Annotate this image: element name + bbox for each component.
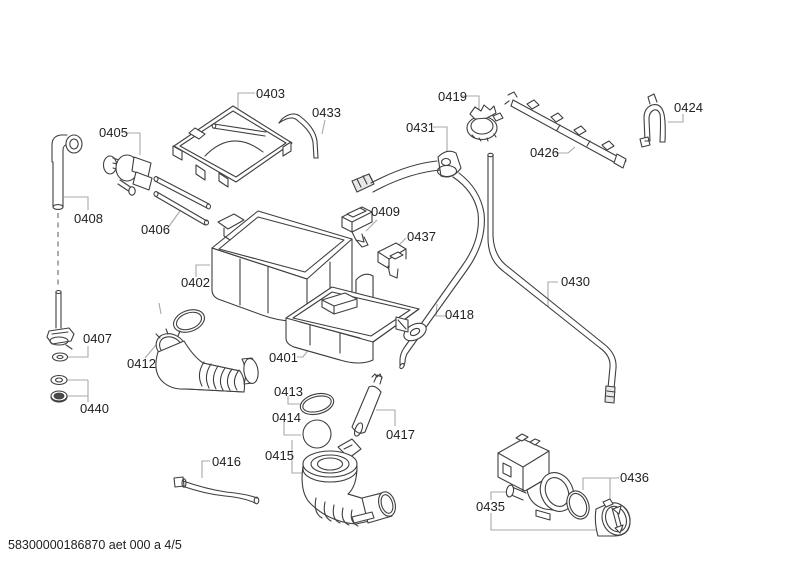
part-0417-valve-cylinder: 0417 bbox=[351, 373, 415, 442]
part-0414-check-ball: 0414 bbox=[272, 410, 332, 449]
part-label-0416: 0416 bbox=[212, 454, 241, 469]
part-0435-drain-pump: 0435 bbox=[476, 433, 605, 531]
part-label-0405: 0405 bbox=[99, 125, 128, 140]
part-label-0418: 0418 bbox=[445, 307, 474, 322]
part-label-0431: 0431 bbox=[406, 120, 435, 135]
part-label-0426: 0426 bbox=[530, 145, 559, 160]
part-0424-hose-hook: 0424 bbox=[639, 93, 703, 148]
part-label-0408: 0408 bbox=[74, 211, 103, 226]
part-label-0440: 0440 bbox=[80, 401, 109, 416]
part-0413-seal-ring: 0413 bbox=[274, 384, 335, 416]
part-0407-injection-tube: 0407 bbox=[46, 289, 112, 362]
part-0409-clip: 0409 bbox=[341, 204, 400, 248]
part-0406-fill-pipes: 0406 bbox=[141, 176, 212, 237]
part-label-0424: 0424 bbox=[674, 100, 703, 115]
part-0431-fill-hose-junction: 0431 bbox=[351, 120, 462, 193]
part-0408-inlet-elbow-hose: 0408 bbox=[51, 134, 103, 226]
document-number: 58300000186870 aet 000 a 4/5 bbox=[8, 538, 182, 552]
part-label-0415: 0415 bbox=[265, 448, 294, 463]
part-label-0409: 0409 bbox=[371, 204, 400, 219]
part-label-0406: 0406 bbox=[141, 222, 170, 237]
part-label-0414: 0414 bbox=[272, 410, 301, 425]
part-0401-dispenser-drawer: 0401 bbox=[269, 286, 420, 365]
part-label-0401: 0401 bbox=[269, 350, 298, 365]
part-0405-water-inlet-valve: 0405 bbox=[99, 125, 153, 196]
part-0440-washer-set: 0440 bbox=[50, 374, 109, 416]
part-0430-drain-hose: 0430 bbox=[487, 152, 617, 404]
part-label-0412: 0412 bbox=[127, 356, 156, 371]
part-label-0402: 0402 bbox=[181, 275, 210, 290]
part-0403-dispenser-top-cover: 0403 bbox=[172, 86, 293, 188]
part-label-0407: 0407 bbox=[83, 331, 112, 346]
part-0415-sump-elbow: 0415 bbox=[265, 438, 396, 527]
part-label-0435: 0435 bbox=[476, 499, 505, 514]
part-0416-small-hose: 0416 bbox=[173, 454, 260, 505]
part-label-0430: 0430 bbox=[561, 274, 590, 289]
part-label-0436: 0436 bbox=[620, 470, 649, 485]
part-0433-small-hose: 0433 bbox=[278, 105, 341, 159]
part-label-0437: 0437 bbox=[407, 229, 436, 244]
part-label-0419: 0419 bbox=[438, 89, 467, 104]
part-0418-tube-with-grommet: 0418 bbox=[399, 172, 485, 370]
part-0419-hose-clamp: 0419 bbox=[438, 89, 504, 142]
part-label-0417: 0417 bbox=[386, 427, 415, 442]
part-label-0433: 0433 bbox=[312, 105, 341, 120]
part-0412-bellows-hose: 0412 bbox=[127, 302, 259, 393]
part-0437-clip: 0437 bbox=[377, 229, 436, 279]
part-label-0403: 0403 bbox=[256, 86, 285, 101]
part-0436-seal-and-filter-cap: 0436 bbox=[566, 470, 649, 537]
part-0426-holder-rail: 0426 bbox=[504, 91, 627, 169]
part-label-0413: 0413 bbox=[274, 384, 303, 399]
